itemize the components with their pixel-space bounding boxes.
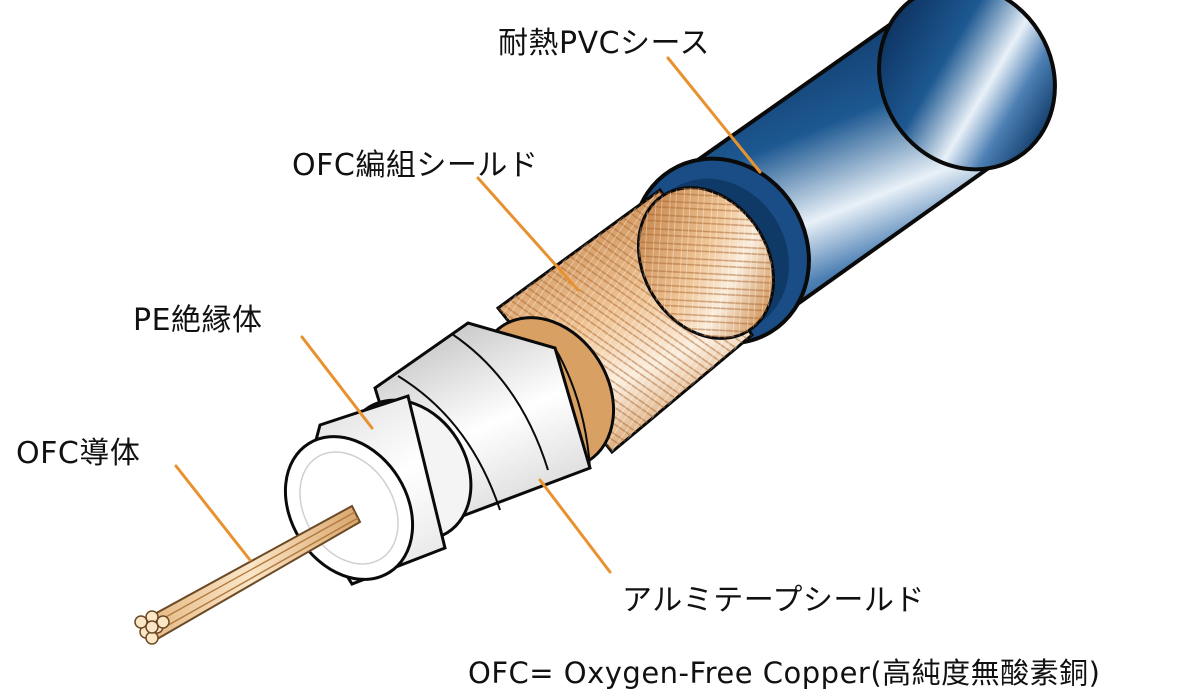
label-conductor: OFC導体	[16, 436, 141, 471]
label-braid-shield: OFC編組シールド	[292, 148, 539, 183]
leader-sheath	[666, 56, 762, 174]
leader-lines	[174, 56, 762, 574]
leader-insulator	[300, 335, 374, 430]
leader-foil	[538, 478, 612, 574]
label-pe-insulator: PE絶縁体	[133, 303, 263, 338]
footnote-ofc-definition: OFC= Oxygen-Free Copper(高純度無酸素銅)	[468, 656, 1101, 690]
strand-ends	[134, 610, 170, 645]
label-foil-shield: アルミテープシールド	[622, 583, 925, 618]
conductor-strands	[134, 504, 362, 645]
label-sheath: 耐熱PVCシース	[498, 26, 711, 61]
leader-conductor	[174, 464, 252, 562]
leader-braid	[476, 176, 580, 292]
